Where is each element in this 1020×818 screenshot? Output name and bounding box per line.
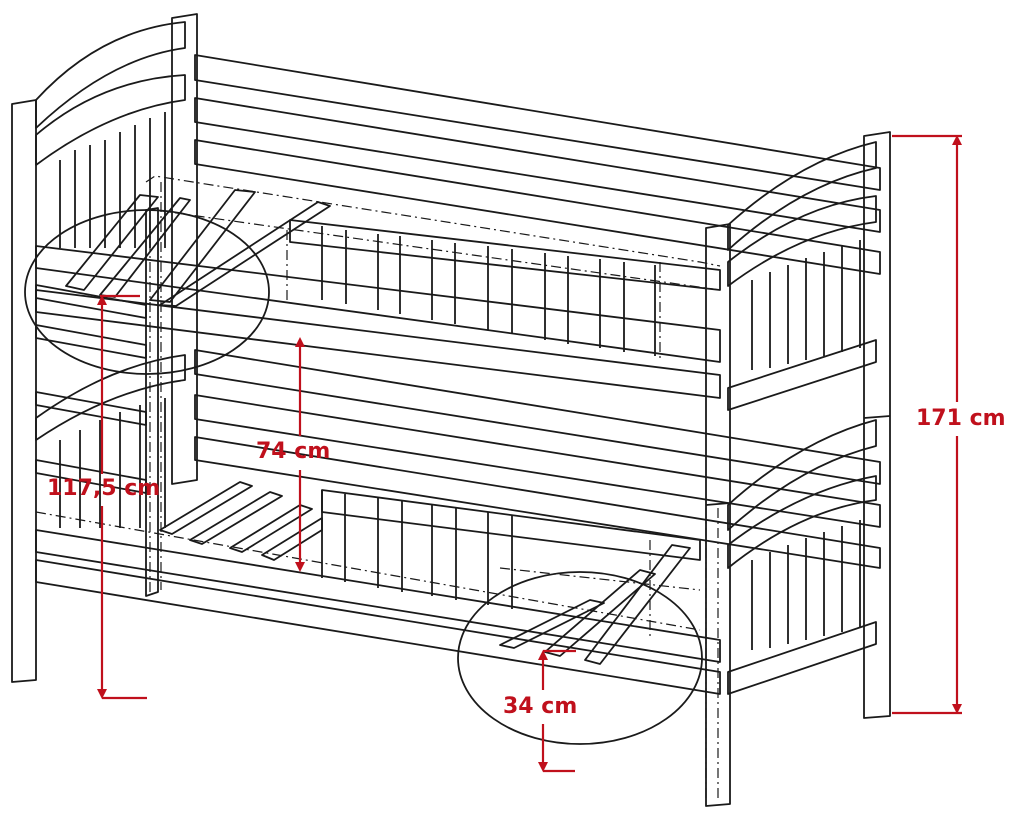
bed-clearance-label: 74 cm bbox=[256, 439, 331, 464]
right-footboard-upper bbox=[727, 141, 877, 411]
lower-detail-slats bbox=[499, 544, 691, 665]
dimension-lines bbox=[97, 134, 962, 773]
upper-back-rails bbox=[194, 54, 881, 275]
upper-slat-detail-circle bbox=[24, 209, 270, 375]
left-headboard-upper bbox=[35, 21, 186, 248]
total-height-dimension bbox=[892, 134, 962, 715]
lower-back-rails bbox=[194, 349, 881, 569]
right-footboard-lower bbox=[727, 419, 877, 695]
rail-height-label: 34 cm bbox=[503, 694, 578, 719]
lower-slat-detail-circle bbox=[457, 571, 703, 745]
back-right-post bbox=[863, 131, 891, 719]
upper-bed-height-label: 117,5 cm bbox=[47, 476, 161, 501]
upper-front-rail bbox=[35, 219, 721, 363]
upper-bed-height-dimension bbox=[97, 294, 147, 700]
front-left-post bbox=[11, 99, 37, 683]
rail-height-dimension bbox=[538, 649, 576, 773]
lower-bed-slats bbox=[159, 481, 323, 561]
bed-frame bbox=[11, 13, 891, 807]
total-height-label: 171 cm bbox=[916, 406, 1006, 431]
left-headboard-lower bbox=[35, 354, 186, 528]
upper-bed-side-rail bbox=[35, 289, 721, 399]
lower-front-rail bbox=[35, 489, 721, 695]
